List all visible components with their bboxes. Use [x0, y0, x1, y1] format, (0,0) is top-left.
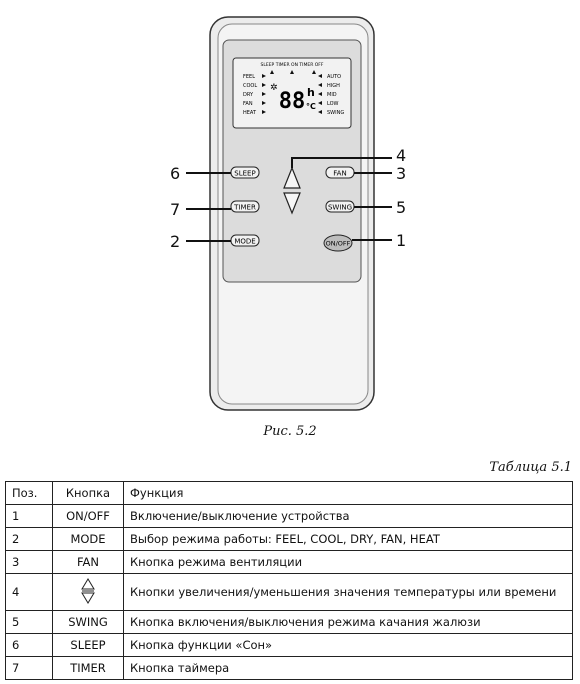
row-pos: 2: [5, 527, 53, 551]
lcd-mode-dry: DRY: [243, 92, 254, 98]
table-row: 4 Кнопки увеличения/уменьшения значения …: [5, 573, 573, 611]
callout-7: 7: [170, 200, 180, 219]
row-function: Выбор режима работы: FEEL, COOL, DRY, FA…: [123, 527, 573, 551]
lcd-speed-mid: MID: [327, 92, 337, 98]
row-button: TIMER: [52, 656, 124, 680]
swing-button-label: SWING: [328, 204, 352, 212]
row-button: SLEEP: [52, 633, 124, 657]
fan-button-label: FAN: [333, 170, 346, 178]
lcd-speed-low: LOW: [327, 101, 339, 107]
swing-button[interactable]: SWING: [325, 200, 355, 213]
row-button: MODE: [52, 527, 124, 551]
callout-lines: [186, 157, 392, 242]
row-pos: 6: [5, 633, 53, 657]
row-pos: 3: [5, 550, 53, 574]
callout-5: 5: [396, 198, 406, 217]
lcd-mode-feel: FEEL: [243, 74, 255, 80]
table-row: 6 SLEEP Кнопка функции «Сон»: [5, 633, 573, 657]
sleep-button[interactable]: SLEEP: [230, 166, 260, 179]
lcd-unit-celsius: °C: [306, 102, 316, 111]
callout-6: 6: [170, 164, 180, 183]
buttons-table: Поз. Кнопка Функция 1 ON/OFF Включение/в…: [5, 481, 573, 680]
timer-button-label: TIMER: [233, 204, 256, 212]
callout-1: 1: [396, 231, 406, 250]
callout-3: 3: [396, 164, 406, 183]
row-function: Включение/выключение устройства: [123, 504, 573, 528]
row-pos: 4: [5, 573, 53, 611]
up-down-arrows-icon: [81, 577, 95, 604]
row-button-updown: [52, 573, 124, 611]
lcd-fan-icon: ✲: [270, 83, 278, 93]
lcd-indicator-arrows: [270, 70, 316, 74]
lcd-right-pointers: [318, 74, 322, 114]
lcd-mode-heat: HEAT: [243, 110, 257, 116]
mode-button[interactable]: MODE: [230, 234, 260, 247]
lcd-digits: 88: [279, 89, 306, 114]
row-button: SWING: [52, 610, 124, 634]
onoff-button-label: ON/OFF: [326, 240, 351, 248]
row-pos: 5: [5, 610, 53, 634]
lcd-speed-high: HIGH: [327, 83, 340, 89]
table-row: 2 MODE Выбор режима работы: FEEL, COOL, …: [5, 527, 573, 551]
header-button: Кнопка: [52, 481, 124, 505]
onoff-button[interactable]: ON/OFF: [323, 234, 353, 252]
table-row: 3 FAN Кнопка режима вентиляции: [5, 550, 573, 574]
lcd-unit-h: h: [307, 86, 315, 99]
table-row: 7 TIMER Кнопка таймера: [5, 656, 573, 680]
lcd-top-labels: SLEEP TIMER ON TIMER OFF: [261, 62, 324, 68]
row-function: Кнопка режима вентиляции: [123, 550, 573, 574]
row-button: ON/OFF: [52, 504, 124, 528]
fan-button[interactable]: FAN: [325, 166, 355, 179]
sleep-button-label: SLEEP: [234, 170, 255, 178]
row-function: Кнопка функции «Сон»: [123, 633, 573, 657]
row-function: Кнопки увеличения/уменьшения значения те…: [123, 573, 573, 611]
callout-2: 2: [170, 232, 180, 251]
row-pos: 1: [5, 504, 53, 528]
callout-4: 4: [396, 146, 406, 165]
remote-control-figure: SLEEP TIMER ON TIMER OFF FEEL COOL DRY F…: [170, 16, 406, 411]
row-function: Кнопка включения/выключения режима качан…: [123, 610, 573, 634]
lcd-speed-auto: AUTO: [327, 74, 341, 80]
table-header-row: Поз. Кнопка Функция: [5, 481, 573, 505]
table-row: 5 SWING Кнопка включения/выключения режи…: [5, 610, 573, 634]
temp-down-button[interactable]: [283, 192, 301, 215]
table-caption: Таблица 5.1: [489, 460, 572, 475]
header-function: Функция: [123, 481, 573, 505]
table-row: 1 ON/OFF Включение/выключение устройства: [5, 504, 573, 528]
lcd-speed-swing: SWING: [327, 110, 344, 116]
lcd-left-pointers: [262, 74, 266, 114]
timer-button[interactable]: TIMER: [230, 200, 260, 213]
temp-up-button[interactable]: [283, 166, 301, 189]
row-pos: 7: [5, 656, 53, 680]
header-pos: Поз.: [5, 481, 53, 505]
row-button: FAN: [52, 550, 124, 574]
mode-button-label: MODE: [234, 238, 255, 246]
lcd-mode-cool: COOL: [243, 83, 257, 89]
lcd-mode-fan: FAN: [243, 101, 253, 107]
row-function: Кнопка таймера: [123, 656, 573, 680]
figure-caption: Рис. 5.2: [263, 424, 317, 439]
